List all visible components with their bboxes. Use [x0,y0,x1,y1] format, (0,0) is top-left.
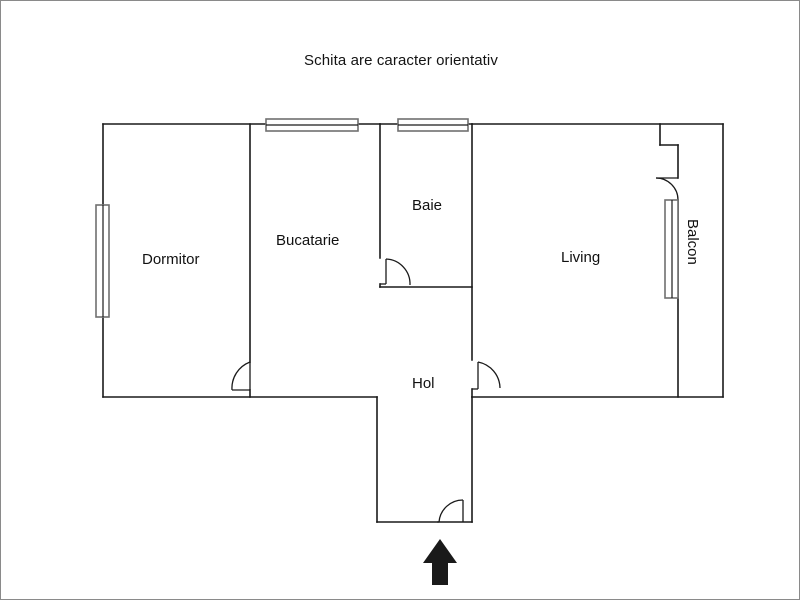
door-balcon-arc [655,177,679,201]
door-entrance [437,499,464,523]
entrance-arrow [423,539,457,585]
door-entrance-arc [438,499,464,523]
room-label-hol: Hol [412,375,435,392]
room-label-living: Living [561,249,601,266]
door-living [472,361,501,390]
door-dormitor [231,361,251,391]
room-label-dormitor: Dormitor [142,251,200,268]
room-label-balcon: Balcon [684,219,701,265]
room-label-baie: Baie [412,197,443,214]
door-baie [380,258,411,286]
room-label-bucatarie: Bucatarie [276,232,340,249]
entrance-arrow-shape [423,539,457,585]
windows-group [95,118,679,318]
door-baie-arc [385,258,411,286]
doors-group [231,177,679,523]
wall-outline-group [102,123,724,523]
plan-title: Schita are caracter orientativ [304,52,498,69]
door-dormitor-arc [231,361,251,391]
door-living-arc [477,361,501,389]
door-balcon [655,177,679,201]
